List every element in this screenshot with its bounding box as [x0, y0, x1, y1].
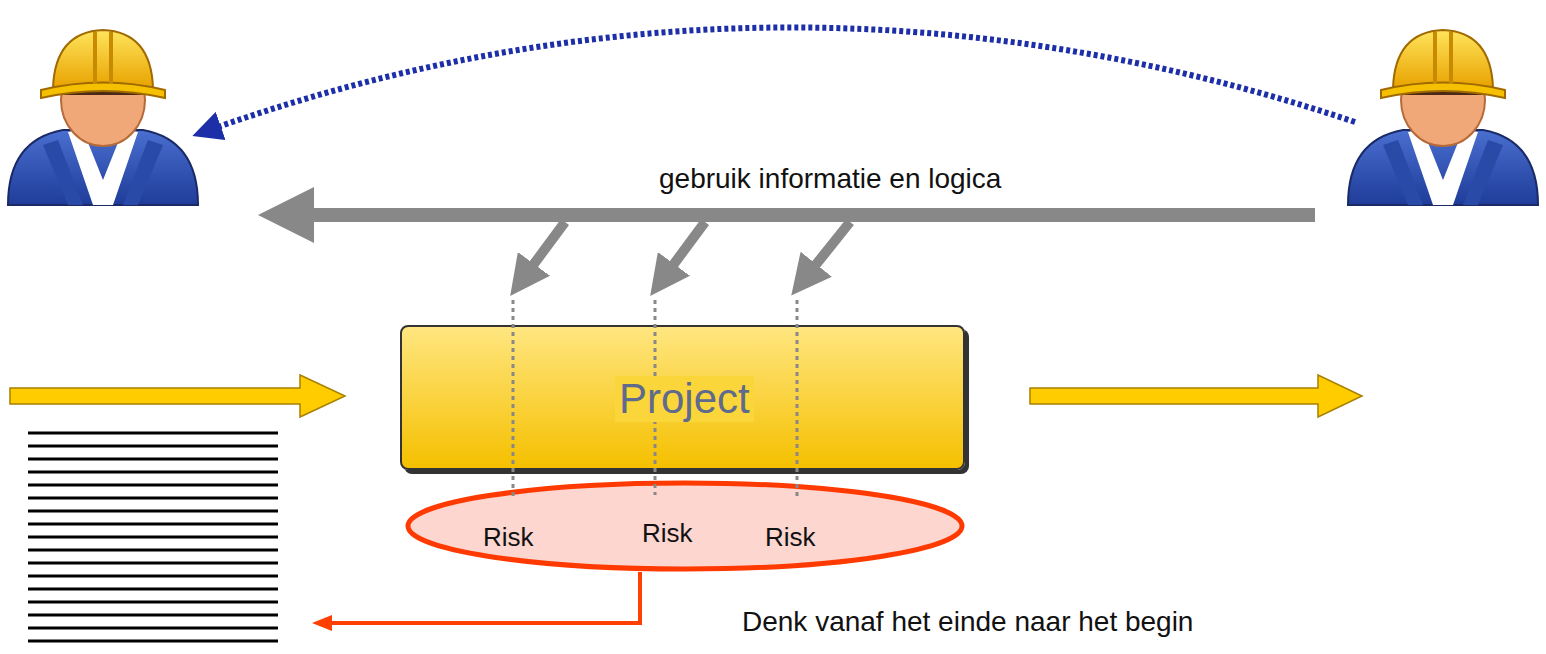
project-box: Project — [400, 325, 965, 470]
risk-text: Risk — [765, 523, 816, 552]
risk-ellipse: Risk Risk Risk — [405, 480, 965, 572]
note-label: Denk vanaf het einde naar het begin — [742, 606, 1193, 638]
risk-text: Risk — [483, 523, 534, 552]
risk-text: Risk — [642, 519, 693, 548]
box-title: Project — [615, 376, 754, 422]
info-label: gebruik informatie en logica — [659, 163, 1001, 195]
